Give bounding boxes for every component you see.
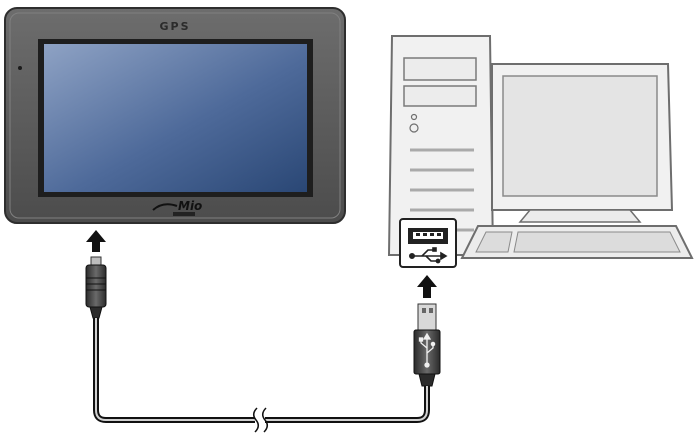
monitor-stand xyxy=(518,209,642,223)
tower-led xyxy=(410,113,418,121)
cable-break-mark xyxy=(262,407,268,433)
usb-trident-icon xyxy=(408,247,448,264)
gps-device-bezel xyxy=(9,12,341,219)
brand-sub-badge xyxy=(173,212,195,216)
up-arrow-icon xyxy=(417,275,437,298)
computer-monitor xyxy=(491,63,674,223)
drive-bay xyxy=(403,57,477,81)
up-arrow-icon xyxy=(86,230,106,252)
computer xyxy=(387,35,694,259)
brand-logo-swoosh xyxy=(152,203,178,211)
usb-trident-icon xyxy=(418,332,436,368)
usb-cable xyxy=(93,318,430,433)
mini-usb-plug xyxy=(85,256,107,319)
keyboard xyxy=(460,225,694,259)
power-indicator xyxy=(18,66,22,70)
gps-screen xyxy=(44,44,307,192)
gps-label: GPS xyxy=(159,20,190,33)
gps-device: GPS Mio xyxy=(4,7,346,224)
cable-break-mark xyxy=(253,407,259,433)
drive-bay xyxy=(403,85,477,107)
tower-power-button xyxy=(409,123,419,133)
brand-logo: Mio xyxy=(178,199,202,213)
usb-port-callout xyxy=(399,218,457,268)
usb-a-plug xyxy=(413,303,441,387)
monitor-screen xyxy=(502,75,658,197)
usb-port-icon xyxy=(408,228,448,244)
